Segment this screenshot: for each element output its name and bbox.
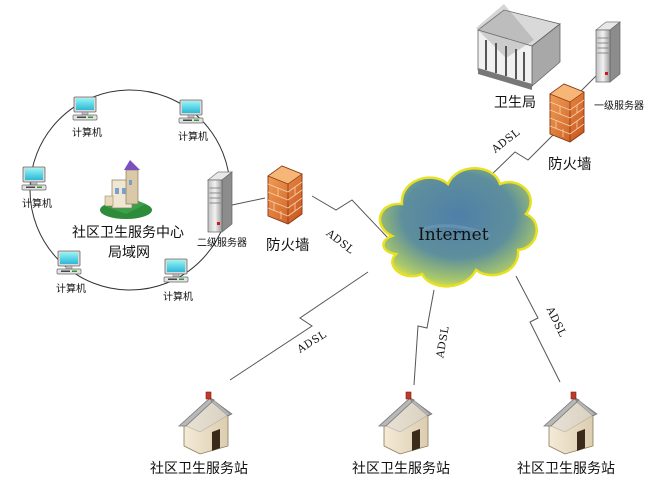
- firewall-icon: [267, 165, 303, 225]
- internet-label: Internet: [418, 225, 489, 245]
- link-server2-firewall: [231, 197, 266, 206]
- link-server1-firewall: [579, 75, 597, 93]
- computer-label: 计算机: [163, 292, 193, 303]
- firewall-label: 防火墙: [266, 238, 310, 254]
- computer-icon: [56, 250, 82, 275]
- computer-label: 计算机: [178, 132, 208, 143]
- adsl-link-top: [487, 131, 557, 179]
- lan-label-line2: 局域网: [108, 245, 150, 261]
- health-bureau-icon: [476, 4, 561, 90]
- station-house-icon: [178, 391, 233, 455]
- primary-server-icon: [595, 21, 621, 83]
- computer-label: 计算机: [22, 199, 52, 210]
- station-house-icon: [543, 391, 598, 455]
- computer-icon: [72, 96, 98, 121]
- firewall-icon: [549, 83, 585, 143]
- adsl-link-bottom-right: [515, 275, 561, 383]
- secondary-server-label: 二级服务器: [197, 238, 247, 249]
- internet-cloud: [378, 167, 538, 288]
- secondary-server-icon: [207, 171, 233, 233]
- station-label: 社区卫生服务站: [150, 461, 248, 477]
- health-bureau-label: 卫生局: [494, 95, 536, 111]
- station-label: 社区卫生服务站: [517, 461, 615, 477]
- community-center-icon: [100, 160, 152, 219]
- lan-label-line1: 社区卫生服务中心: [72, 225, 184, 241]
- computer-label: 计算机: [56, 284, 86, 295]
- station-house-icon: [378, 391, 433, 455]
- primary-server-label: 一级服务器: [594, 101, 644, 112]
- firewall-label: 防火墙: [548, 157, 592, 173]
- computer-icon: [163, 258, 189, 283]
- adsl-link-left: [311, 195, 389, 239]
- computer-icon: [21, 166, 47, 191]
- computer-icon: [178, 99, 204, 124]
- station-label: 社区卫生服务站: [352, 461, 450, 477]
- adsl-link-bottom-left: [229, 271, 369, 381]
- computer-label: 计算机: [72, 128, 102, 139]
- adsl-link-bottom-middle: [413, 289, 435, 386]
